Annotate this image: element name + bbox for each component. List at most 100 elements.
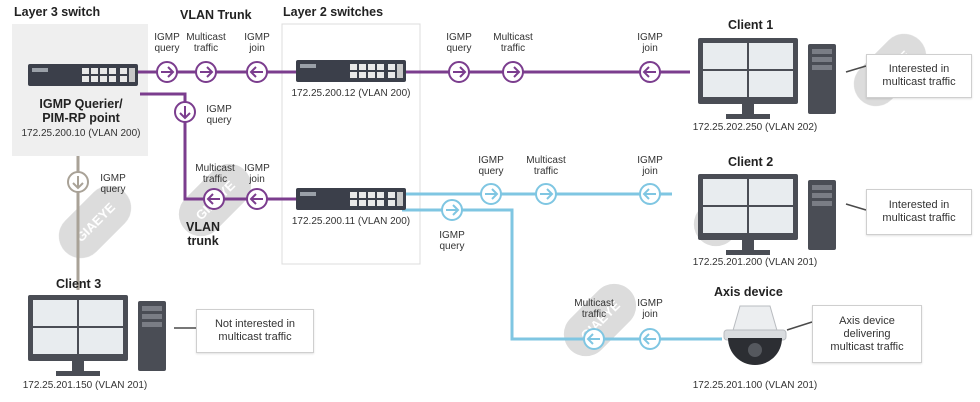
label-join: join	[249, 43, 265, 54]
arrow-left-icon	[203, 188, 225, 210]
label-igmp: IGMP	[637, 155, 663, 166]
client1-ip: 172.25.202.250 (VLAN 202)	[692, 122, 818, 133]
client2-ip: 172.25.201.200 (VLAN 201)	[692, 257, 818, 268]
callout-client1: Interested in multicast traffic	[866, 54, 972, 98]
callout-client2: Interested in multicast traffic	[866, 189, 972, 235]
callout-client3: Not interested in multicast traffic	[196, 309, 314, 353]
querier-ip: 172.25.200.10 (VLAN 200)	[21, 128, 141, 139]
label-traffic: traffic	[533, 166, 559, 177]
vlan-trunk-lower-line1: VLAN	[186, 220, 221, 234]
label-igmp: IGMP	[446, 32, 472, 43]
label-join: join	[249, 174, 265, 185]
label-igmp: IGMP	[154, 32, 180, 43]
arrow-down-icon	[174, 101, 196, 123]
querier-title-line2: PIM-RP point	[42, 111, 120, 125]
callout-pointers	[174, 65, 867, 331]
heading-layer3-switch: Layer 3 switch	[14, 5, 101, 19]
layer3-panel	[12, 24, 148, 156]
axis-ip: 172.25.201.100 (VLAN 201)	[692, 380, 818, 391]
switch-bottom-device	[296, 188, 406, 210]
label-traffic: traffic	[500, 43, 526, 54]
heading-client3: Client 3	[56, 277, 102, 291]
arrow-right-icon	[535, 183, 557, 205]
label-query: query	[478, 166, 504, 177]
callout-axis: Axis device delivering multicast traffic	[812, 305, 922, 363]
axis-camera-device	[723, 305, 787, 365]
arrow-left-icon	[583, 328, 605, 350]
label-multicast: Multicast	[493, 32, 533, 43]
arrow-left-icon	[246, 61, 268, 83]
heading-layer2-switches: Layer 2 switches	[283, 5, 384, 19]
heading-vlan-trunk: VLAN Trunk	[180, 8, 252, 22]
label-igmp: IGMP	[478, 155, 504, 166]
label-igmp: IGMP	[100, 173, 126, 184]
label-multicast: Multicast	[195, 163, 235, 174]
vlan-trunk-lower-line2: trunk	[187, 234, 219, 248]
heading-vlan-trunk-lower: VLAN trunk	[186, 220, 220, 248]
label-multicast: Multicast	[186, 32, 226, 43]
switch-top-ip: 172.25.200.12 (VLAN 200)	[291, 88, 411, 99]
arrow-right-icon	[480, 183, 502, 205]
label-traffic: traffic	[202, 174, 228, 185]
label-traffic: traffic	[581, 309, 607, 320]
callout-client3-line1: Not interested in	[214, 318, 296, 330]
label-multicast: Multicast	[574, 298, 614, 309]
callout-client1-line1: Interested in	[888, 63, 950, 75]
layer3-switch-device	[28, 64, 138, 86]
arrow-left-icon	[639, 183, 661, 205]
label-query: query	[154, 43, 180, 54]
callout-client1-line2: multicast traffic	[882, 76, 956, 88]
arrow-left-icon	[639, 61, 661, 83]
arrow-down-icon	[67, 171, 89, 193]
arrow-right-icon	[441, 199, 463, 221]
callout-axis-line2: delivering	[843, 327, 891, 340]
heading-client1: Client 1	[728, 18, 774, 32]
label-query: query	[446, 43, 472, 54]
querier-title: IGMP Querier/ PIM-RP point	[14, 97, 148, 125]
label-igmp: IGMP	[244, 32, 270, 43]
label-igmp: IGMP	[244, 163, 270, 174]
label-query: query	[100, 184, 126, 195]
callout-axis-line3: multicast traffic	[830, 340, 904, 353]
label-join: join	[642, 309, 658, 320]
client3-ip: 172.25.201.150 (VLAN 201)	[22, 380, 148, 391]
arrow-left-icon	[639, 328, 661, 350]
arrow-right-icon	[156, 61, 178, 83]
label-igmp: IGMP	[637, 32, 663, 43]
label-igmp: IGMP	[206, 104, 232, 115]
switch-top-device	[296, 60, 406, 82]
label-igmp: IGMP	[637, 298, 663, 309]
label-multicast: Multicast	[526, 155, 566, 166]
arrow-right-icon	[502, 61, 524, 83]
client1-computer	[697, 37, 836, 120]
arrow-right-icon	[195, 61, 217, 83]
callout-client3-line2: multicast traffic	[218, 331, 292, 343]
label-query: query	[206, 115, 232, 126]
querier-title-line1: IGMP Querier/	[39, 97, 123, 111]
heading-axis-device: Axis device	[714, 285, 783, 299]
arrow-right-icon	[448, 61, 470, 83]
client3-computer	[27, 294, 166, 377]
heading-client2: Client 2	[728, 155, 774, 169]
switch-bottom-ip: 172.25.200.11 (VLAN 200)	[291, 216, 411, 227]
callout-axis-line1: Axis device	[839, 314, 895, 327]
label-join: join	[642, 43, 658, 54]
label-igmp: IGMP	[439, 230, 465, 241]
